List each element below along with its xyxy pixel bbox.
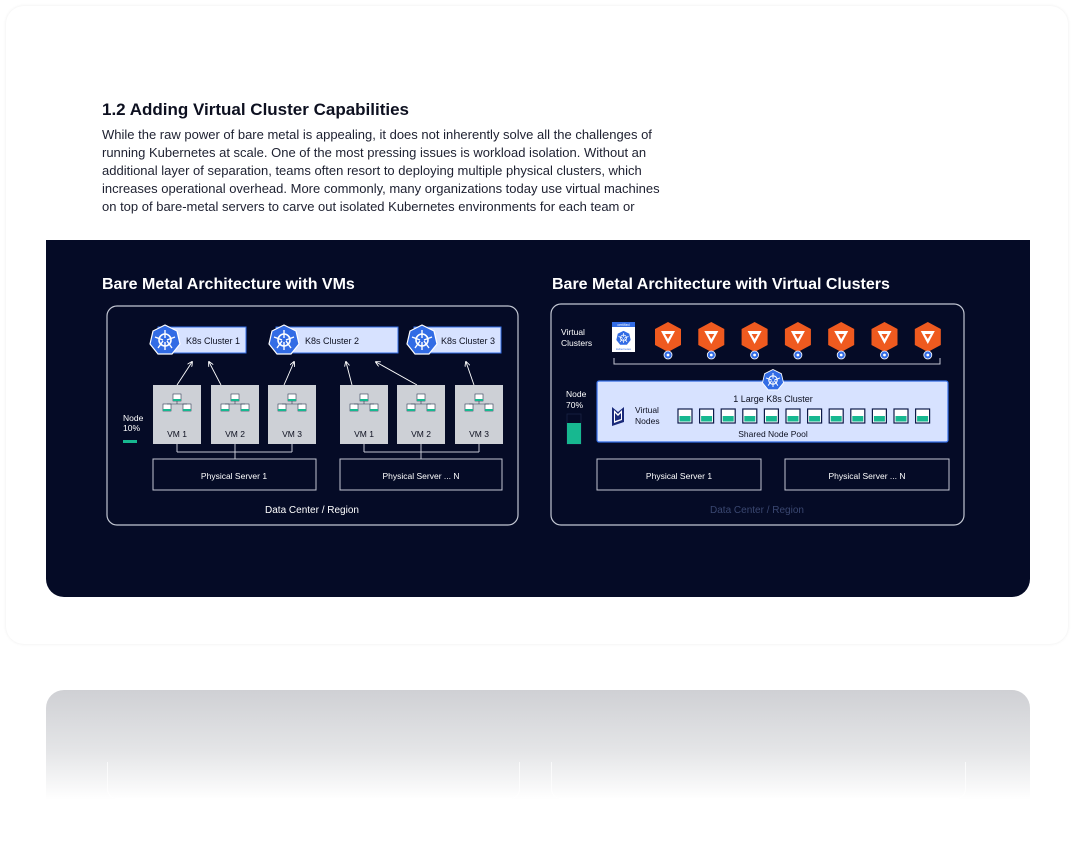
physical-server: Physical Server 1 [596,458,762,491]
certified-sub: kubernetes [616,347,631,351]
vcluster-logo [698,322,725,360]
section-paragraph: While the raw power of bare metal is app… [102,127,660,214]
virtual-node [871,408,888,424]
server-label: Physical Server 1 [201,471,267,481]
virtual-node [720,408,736,424]
virtual-clusters-label: Virtual [561,327,585,337]
certified-label: certified [617,323,629,327]
server-label: Physical Server ... N [383,471,460,481]
virtual-node [806,408,823,424]
node-gauge-fill [567,423,581,444]
virtual-node [785,408,801,424]
virtual-nodes-label: Nodes [635,416,660,426]
vm-label: VM 3 [469,429,489,439]
virtual-node [677,408,693,424]
kubernetes-mini-icon [880,350,889,360]
vcluster-logo [828,322,855,360]
server-label: Physical Server 1 [646,471,712,481]
vcluster-logo [741,322,768,360]
virtual-cluster-logos [655,322,941,360]
shared-node-pool-label: Shared Node Pool [738,429,808,439]
physical-server: Physical Server ... N [339,458,503,491]
virtual-node [914,408,931,424]
right-datacenter-label: Data Center / Region [710,505,804,516]
section-title: 1.2 Adding Virtual Cluster Capabilities [102,100,410,119]
virtual-cluster-bracket [613,358,941,365]
cluster-label: K8s Cluster 2 [305,336,359,346]
vm-box: VM 2 [211,385,259,444]
kubernetes-mini-icon [750,350,760,360]
vm-label: VM 1 [167,429,187,439]
left-node-gauge: Node 10% [123,413,144,443]
node-percent: 70% [566,400,583,410]
virtual-node [828,408,844,424]
panel-reflection [46,690,1030,800]
kubernetes-mini-icon [663,350,673,360]
vm-box: VM 1 [153,385,201,444]
vcluster-logo [871,322,898,360]
node-gauge-fill [123,440,137,443]
reflection-box [551,762,966,799]
virtual-node [742,408,758,424]
vm-box: VM 3 [268,385,316,444]
vm-box: VM 3 [455,385,503,444]
architecture-diagram: Bare Metal Architecture with VMs K8s Clu… [102,276,965,526]
node-label: Node [123,413,144,423]
cluster-label: K8s Cluster 3 [441,336,495,346]
virtual-clusters-label: Clusters [561,338,592,348]
physical-server: Physical Server 1 [152,458,317,491]
k8s-cluster-3: K8s Cluster 3 [406,324,502,355]
vm-box: VM 2 [397,385,445,444]
large-cluster-label: 1 Large K8s Cluster [733,394,813,404]
right-node-gauge: Node 70% [566,389,587,445]
virtual-nodes-logo [612,407,624,426]
server-label: Physical Server ... N [829,471,906,481]
node-label: Node [566,389,587,399]
virtual-node-row [677,408,931,424]
certified-kubernetes-badge: certified kubernetes [612,322,635,352]
vcluster-logo [655,322,681,360]
vm-to-server-connectors [176,444,480,459]
left-datacenter-label: Data Center / Region [265,505,359,516]
large-k8s-cluster: 1 Large K8s Cluster Virtual Nodes Shared… [596,368,949,443]
physical-server: Physical Server ... N [784,458,950,491]
virtual-nodes-label: Virtual [635,405,659,415]
kubernetes-mini-icon [923,350,933,360]
right-diagram-title: Bare Metal Architecture with Virtual Clu… [552,276,890,293]
virtual-node [850,408,866,424]
vm-label: VM 2 [411,429,431,439]
cluster-label: K8s Cluster 1 [186,336,240,346]
vcluster-logo [784,322,811,360]
kubernetes-mini-icon [706,350,716,360]
left-diagram-title: Bare Metal Architecture with VMs [102,276,355,293]
right-datacenter-box [550,303,965,526]
diagram-panel: Bare Metal Architecture with VMs K8s Clu… [46,240,1030,597]
left-datacenter-box [106,305,519,526]
kubernetes-mini-icon [836,350,846,360]
vm-box: VM 1 [340,385,388,444]
vm-to-cluster-arrows [176,362,475,386]
kubernetes-mini-icon [793,350,803,360]
k8s-cluster-1: K8s Cluster 1 [149,324,247,355]
vm-label: VM 3 [282,429,302,439]
vm-label: VM 1 [354,429,374,439]
reflection-box [107,762,520,799]
k8s-cluster-2: K8s Cluster 2 [268,324,399,355]
virtual-node [698,408,715,424]
vm-label: VM 2 [225,429,245,439]
node-percent: 10% [123,423,140,433]
vcluster-logo [914,322,941,360]
virtual-node [763,408,780,424]
virtual-node [893,408,909,424]
kubernetes-icon [761,368,785,391]
